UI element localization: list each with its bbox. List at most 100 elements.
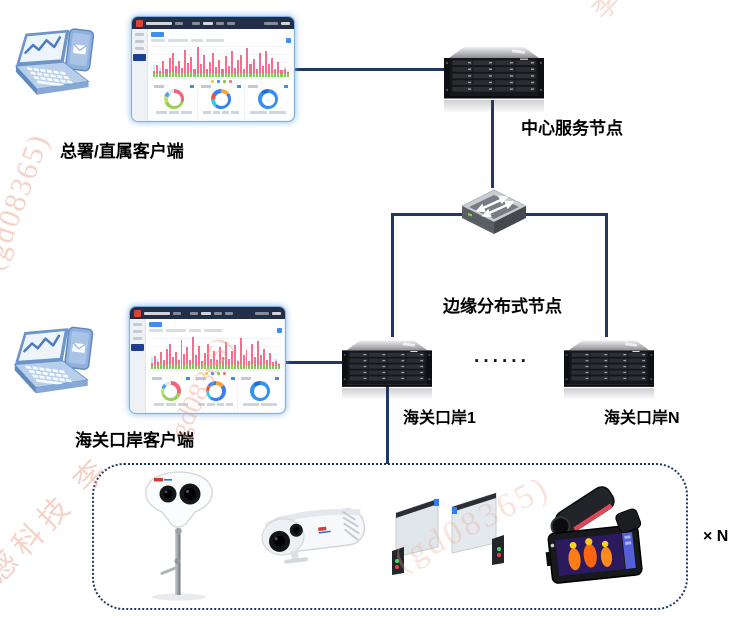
legend-dot [222,80,226,83]
chart-bar [171,335,174,369]
chart-bar [159,45,162,77]
portN-server-icon [564,335,654,400]
chart-bar [221,45,224,77]
label-port1: 海关口岸1 [403,410,476,427]
chart-bar [218,45,221,77]
chart-bar [215,335,218,369]
chart-bar [239,335,242,369]
chart-bar [177,335,180,369]
port1-server-icon [342,335,432,400]
chart-bar [277,335,280,369]
dashboard-sidebar [132,29,148,121]
chart-bar [171,45,174,77]
chart-bar [165,335,168,369]
chart-bar [242,335,245,369]
chart-bar [272,335,275,369]
chart-bar [189,335,192,369]
chart-bar [168,45,171,77]
legend-dot [223,372,226,375]
legend-dot [216,80,220,83]
chart-bar [165,45,168,77]
chart-bar [218,335,221,369]
chart-bar [192,335,195,369]
chart-bar [212,45,215,77]
chart-bar [156,335,159,369]
chart-bar [261,45,264,77]
chart-bar [190,45,193,77]
network-switch-icon [458,186,530,246]
chart-bar [224,45,227,77]
dashboard-header [132,17,294,29]
watermark: (gd08365) [0,129,56,275]
legend-dot [205,372,208,375]
chart-bar [151,335,153,369]
legend-dot [228,80,232,83]
chart-bar [286,45,289,77]
chart-bar [280,45,283,77]
laptop-icon [10,24,106,112]
dashboard-filters [149,327,282,334]
chart-bar [202,45,205,77]
donut-chart-3 [250,381,271,401]
chart-bar [201,335,204,369]
client-dashboard-screenshot [129,306,286,414]
bullet-thermal-camera [261,508,366,564]
wire-bus-port1 [391,213,394,337]
donut-chart-2 [205,381,226,401]
chart-bar [275,335,277,369]
chart-bar [233,335,236,369]
wire-bus-portN [605,213,608,337]
chart-bar [271,45,274,77]
dashboard-logo [134,309,141,317]
chart-bar [269,335,272,369]
chart-bar [227,45,230,77]
chart-bar [245,335,248,369]
chart-bar [199,45,202,77]
chart-bar [195,335,198,369]
chart-bar [283,45,286,77]
label-edge-node: 边缘分布式节点 [443,297,562,316]
wire-central-switch [491,100,494,188]
label-central-node: 中心服务节点 [521,119,623,138]
chart-bar [263,335,266,369]
chart-bar [258,45,261,77]
chart-bar [221,335,224,369]
chart-bar [153,335,156,369]
chart-bar [153,45,156,77]
legend-dot [210,80,214,83]
chart-bar [196,45,199,77]
chart-bar [184,45,187,77]
chart-bar [264,45,268,77]
label-port-client: 海关口岸客户端 [75,431,194,450]
chart-bar [162,45,165,77]
chart-bar [227,335,230,369]
chart-bar [204,335,207,369]
swing-gate-turnstile [392,492,504,575]
mini-chart-legend [149,371,282,376]
chart-bar [198,335,201,369]
chart-bar [248,335,251,369]
chart-bar [257,335,260,369]
chart-bar [243,45,246,77]
pole-thermal-camera [145,471,213,601]
chart-bar [208,45,212,77]
chart-bar [174,335,177,369]
dashboard-tab [151,31,164,37]
laptop-icon [9,321,105,412]
chart-bar [207,335,210,369]
donut-chart-1 [160,381,181,401]
legend-dot [211,372,214,375]
chart-bar [249,45,252,77]
chart-bar [254,335,257,369]
wire-port1-devices [386,386,389,464]
mini-chart-legend [151,79,291,84]
chart-bar [233,45,236,77]
chart-bar [236,335,239,369]
chart-bar [215,45,218,77]
handheld-thermal-imager [545,486,643,584]
chart-bar [260,335,263,369]
chart-bar [180,45,184,77]
device-group-box [92,463,688,610]
chart-bar [162,335,165,369]
